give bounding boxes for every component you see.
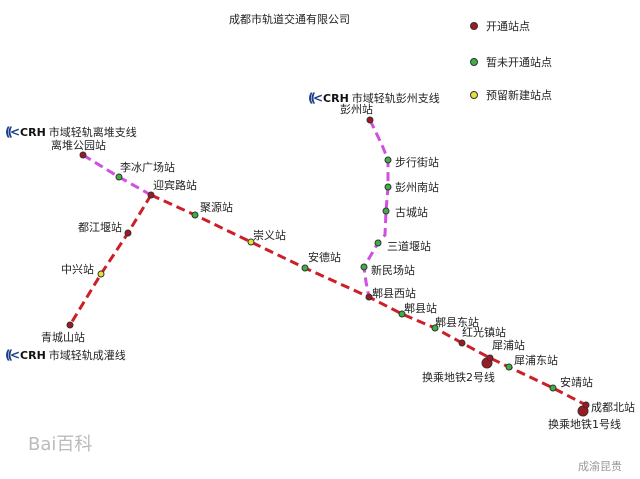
line-name: 市域轻轨彭州支线 — [351, 92, 440, 105]
crh-logo-icon: ((< — [5, 125, 20, 139]
station-marker[interactable] — [147, 191, 155, 199]
crh-brand: CRH — [323, 91, 349, 105]
transfer-label-line1: 换乘地铁1号线 — [548, 418, 621, 431]
station-label: 成都北站 — [591, 401, 635, 414]
station-label: 迎宾路站 — [153, 179, 197, 192]
crh-logo-icon: ((< — [308, 91, 323, 105]
station-marker[interactable] — [247, 238, 255, 246]
legend-label: 开通站点 — [486, 20, 530, 33]
station-marker[interactable] — [115, 173, 123, 181]
station-marker[interactable] — [97, 270, 105, 278]
station-label: 新民场站 — [371, 264, 415, 277]
transfer-label-line2: 换乘地铁2号线 — [422, 371, 495, 384]
station-label: 三道堰站 — [387, 240, 431, 253]
station-marker[interactable] — [365, 293, 373, 301]
legend-unopened: 暂未开通站点 — [470, 54, 552, 70]
station-marker[interactable] — [431, 324, 439, 332]
station-label: 青城山站 — [41, 331, 85, 344]
station-label: 古城站 — [395, 206, 428, 219]
station-label: 离堆公园站 — [51, 139, 106, 152]
station-label: 郫县西站 — [372, 287, 416, 300]
legend-open-dot-icon — [470, 22, 478, 30]
crh-brand: CRH — [20, 125, 46, 139]
station-marker[interactable] — [458, 339, 466, 347]
station-label: 步行街站 — [395, 156, 439, 169]
station-label: 郫县站 — [404, 302, 437, 315]
station-label: 郫县东站 — [435, 316, 479, 329]
station-label: 聚源站 — [200, 201, 233, 214]
legend-unopened-dot-icon — [470, 58, 478, 66]
station-marker[interactable] — [398, 310, 406, 318]
crh-logo-icon: ((< — [5, 348, 20, 362]
station-marker[interactable] — [384, 183, 392, 191]
chengguan-line — [68, 194, 153, 326]
station-marker[interactable] — [382, 207, 390, 215]
legend-reserved-dot-icon — [470, 91, 478, 99]
station-marker[interactable] — [360, 263, 368, 271]
station-marker[interactable] — [79, 151, 87, 159]
station-label: 李冰广场站 — [120, 161, 175, 174]
station-label: 彭州南站 — [395, 181, 439, 194]
station-marker[interactable] — [549, 384, 557, 392]
station-label: 安德站 — [308, 251, 341, 264]
station-label: 红光镇站 — [462, 326, 506, 339]
station-marker[interactable] — [505, 363, 513, 371]
station-label: 彭州站 — [340, 103, 373, 116]
line-name: 市域轻轨成灌线 — [48, 349, 126, 362]
station-marker[interactable] — [191, 211, 199, 219]
station-marker[interactable] — [124, 229, 132, 237]
station-marker[interactable] — [301, 264, 309, 272]
legend-label: 暂未开通站点 — [486, 56, 552, 69]
source-watermark: 成渝昆贵 — [578, 460, 622, 473]
station-label: 犀浦东站 — [514, 354, 558, 367]
pengzhou-branch-line — [362, 119, 390, 298]
station-label: 安靖站 — [560, 376, 593, 389]
legend-reserved: 预留新建站点 — [470, 87, 552, 103]
map-title: 成都市轨道交通有限公司 — [229, 13, 350, 26]
station-marker[interactable] — [366, 116, 374, 124]
station-marker[interactable] — [486, 354, 494, 362]
station-label: 中兴站 — [61, 263, 94, 276]
station-marker[interactable] — [66, 321, 74, 329]
station-label: 犀浦站 — [492, 339, 525, 352]
legend-open: 开通站点 — [470, 18, 530, 34]
station-marker[interactable] — [374, 239, 382, 247]
line-name: 市域轻轨离堆支线 — [48, 126, 137, 139]
station-marker[interactable] — [384, 156, 392, 164]
main-line — [150, 193, 587, 407]
station-label: 崇义站 — [253, 229, 286, 242]
crh-brand: CRH — [20, 348, 46, 362]
station-marker[interactable] — [582, 401, 590, 409]
baidu-watermark: Bai百科 — [28, 434, 93, 455]
legend-label: 预留新建站点 — [486, 89, 552, 102]
station-label: 都江堰站 — [78, 221, 122, 234]
